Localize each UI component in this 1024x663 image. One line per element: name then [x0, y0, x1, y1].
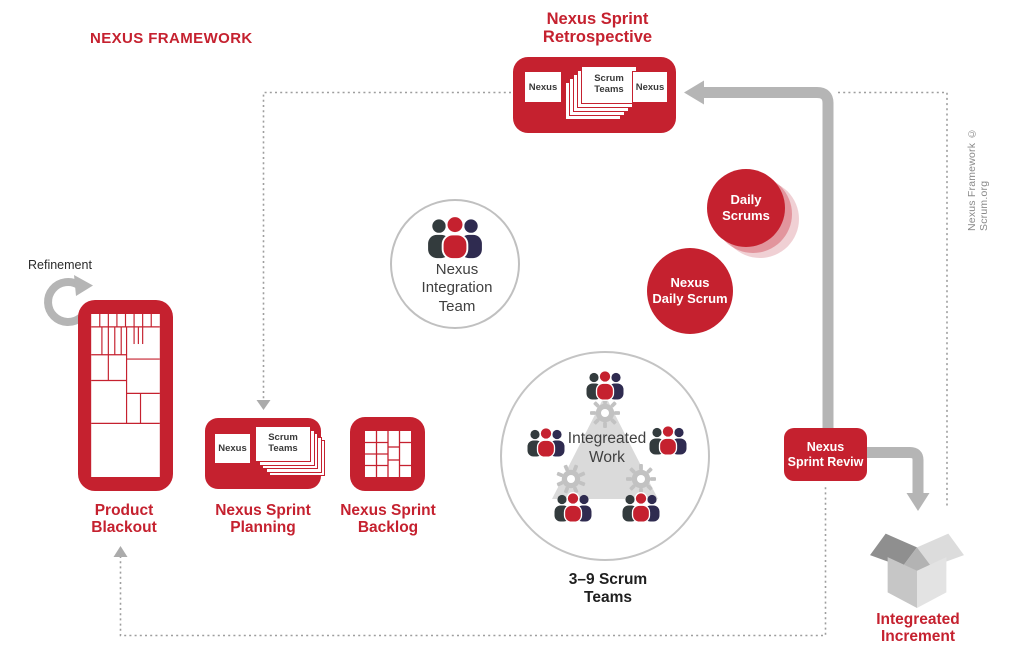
backlog-items-grid-icon: [91, 314, 160, 477]
sprint-planning-box: Nexus Scrum Teams: [205, 418, 325, 489]
daily-scrums-circle: Daily Scrums: [707, 169, 785, 247]
sprint-review-box: Nexus Sprint Reviw: [784, 428, 867, 481]
gear-icon: [626, 464, 656, 494]
arrowhead-down-planning: [256, 400, 271, 410]
nexus-daily-scrum-circle: Nexus Daily Scrum: [647, 248, 733, 334]
people-group-icon: [554, 492, 592, 523]
scrum-teams-circle: Integreated Work: [500, 351, 710, 561]
sprint-backlog-box: [350, 417, 425, 491]
people-group-icon: [527, 427, 565, 458]
people-group-icon: [428, 215, 482, 259]
integration-team-label: Nexus Integration Team: [421, 261, 493, 315]
gear-icon: [556, 464, 586, 494]
arrowhead-up-product-backlog: [113, 546, 128, 557]
sprint-planning-label: Nexus Sprint Planning: [215, 502, 311, 537]
people-group-icon: [622, 492, 660, 523]
integration-team-circle: Nexus Integration Team: [390, 199, 520, 329]
scrum-teams-card: Scrum Teams: [255, 426, 311, 462]
triangle-shape: [552, 395, 658, 499]
retrospective-box: Nexus Scrum Teams Nexus: [513, 57, 676, 133]
gear-icon: [590, 398, 620, 428]
arrow-review-to-increment: [866, 447, 924, 493]
refinement-label: Refinement: [28, 258, 92, 272]
scrum-teams-card-stack-icon: Scrum Teams: [565, 66, 637, 126]
sprint-backlog-label: Nexus Sprint Backlog: [340, 502, 436, 537]
scrum-teams-card: Scrum Teams: [581, 66, 637, 104]
scrum-teams-count-label: 3–9 Scrum Teams: [568, 571, 648, 606]
retrospective-label: Nexus Sprint Retrospective: [542, 10, 653, 47]
open-box-icon: [870, 533, 964, 608]
page-title: NEXUS FRAMEWORK: [90, 30, 253, 47]
integrated-work-label: Integreated Work: [567, 430, 647, 467]
nexus-card: Nexus: [214, 433, 251, 464]
nexus-daily-scrum-label: Nexus Daily Scrum: [652, 275, 728, 306]
sprint-review-label: Nexus Sprint Reviw: [787, 439, 864, 469]
refinement-cycle-icon: [44, 275, 93, 326]
product-backlog-box: [78, 300, 173, 491]
people-group-icon: [586, 370, 624, 401]
scrum-teams-card-stack-icon: Scrum Teams: [255, 426, 325, 484]
arrowhead-left-retrospective: [684, 80, 704, 105]
sprint-backlog-grid-icon: [365, 431, 411, 477]
nexus-card: Nexus: [524, 71, 562, 103]
arrowhead-down-increment: [906, 493, 930, 511]
people-group-icon: [649, 425, 687, 456]
daily-scrums-label: Daily Scrums: [722, 192, 770, 223]
integrated-increment-label: Integreated Increment: [876, 611, 960, 646]
copyright-credit: Nexus Framework © Scrum.org: [966, 127, 990, 231]
nexus-card: Nexus: [632, 71, 668, 103]
product-backlog-label: Product Blackout: [91, 502, 157, 537]
